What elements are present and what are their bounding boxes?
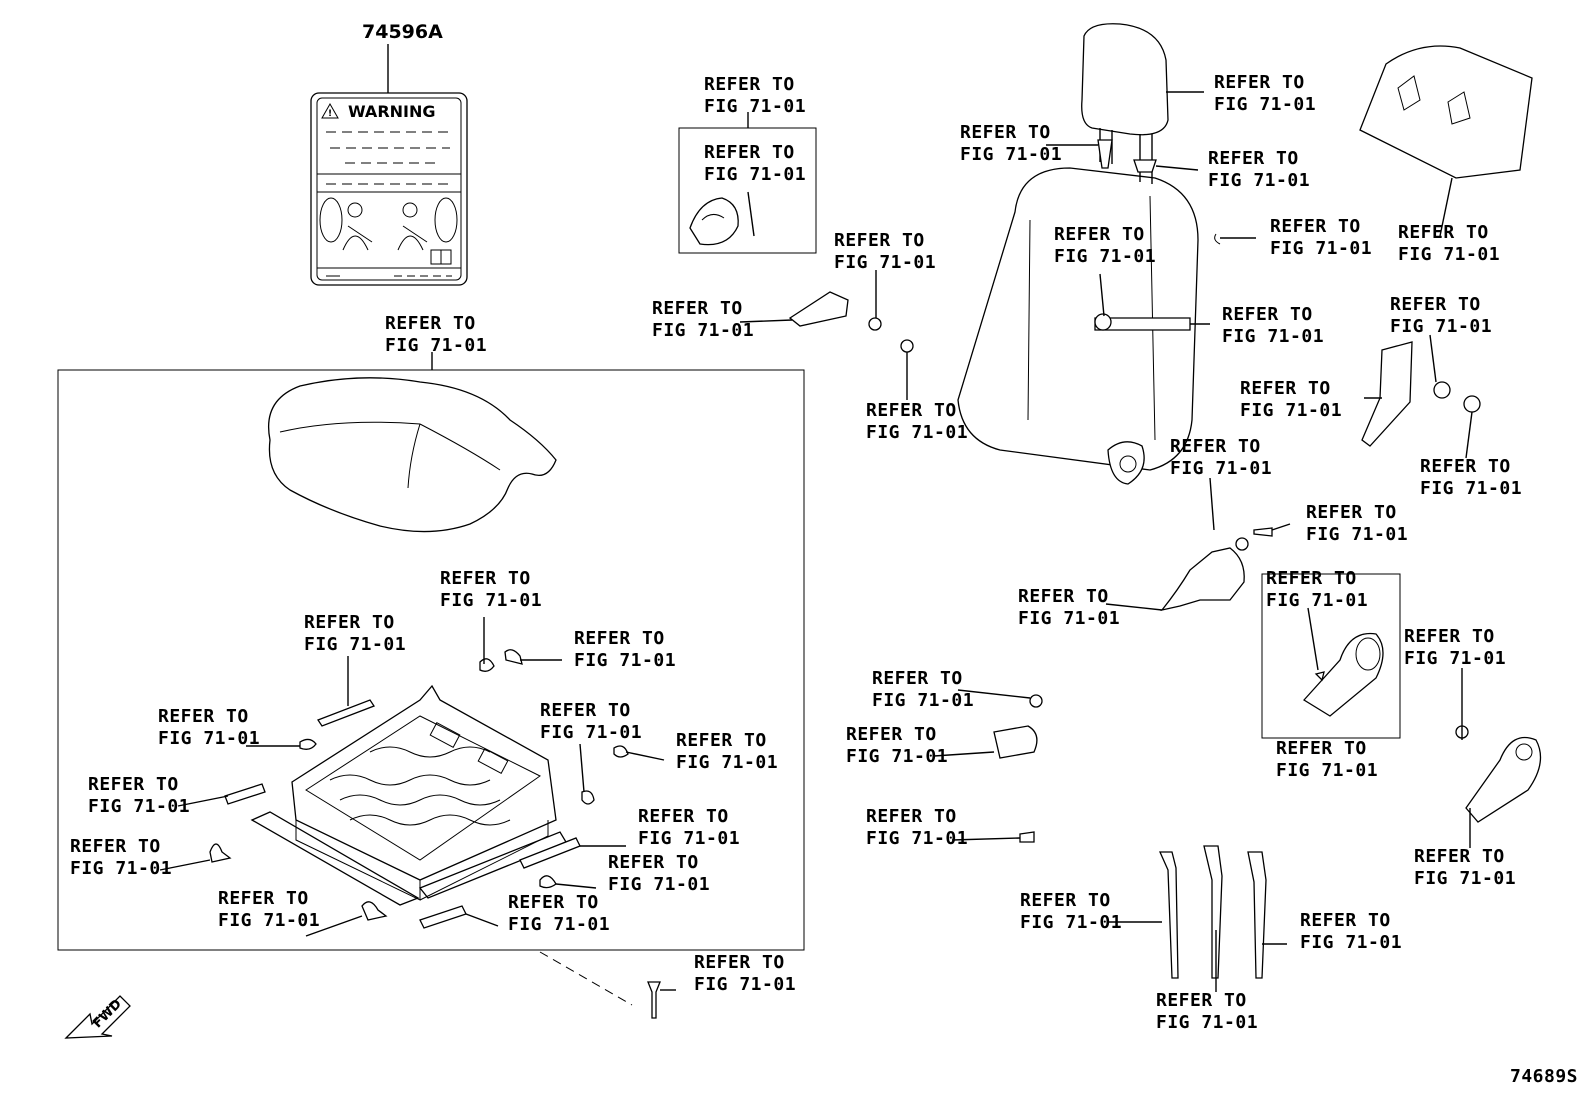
- clip-f: [613, 745, 629, 758]
- headrest: [1081, 23, 1169, 184]
- lock-bracket: [993, 725, 1038, 759]
- side-cover: [689, 197, 739, 246]
- cap-a: [1433, 381, 1451, 399]
- clip-c: [361, 901, 388, 921]
- warning-label-part: ! WARNING: [310, 92, 468, 286]
- nut-b: [900, 339, 914, 353]
- clip-i: [1314, 671, 1325, 682]
- recliner-cover-group-box: [1261, 573, 1401, 739]
- recliner-handle: [1465, 736, 1542, 823]
- rail-cover: [317, 699, 375, 727]
- warning-title: WARNING: [348, 102, 436, 121]
- seat-frame: [250, 684, 567, 906]
- screw-a: [1253, 527, 1273, 537]
- seatback: [957, 167, 1199, 485]
- clip-b: [209, 843, 232, 863]
- recliner-bracket: [1160, 547, 1245, 612]
- clip-h: [504, 649, 523, 665]
- part-number-label: 74596A: [362, 21, 443, 43]
- bracket-b: [419, 905, 467, 929]
- figure-id: 74689S: [1510, 1066, 1578, 1087]
- clip-a: [299, 738, 317, 750]
- clip-g: [479, 658, 495, 672]
- side-panel: [1361, 341, 1413, 447]
- cable-ties: [1158, 845, 1267, 979]
- hook-part: [1214, 233, 1221, 245]
- bolt-c: [1029, 694, 1043, 708]
- warning-triangle-icon: [321, 102, 339, 119]
- headrest-cover: [1359, 45, 1533, 179]
- seat-cushion-group-box: [57, 369, 805, 951]
- nut-a: [868, 317, 882, 331]
- seat-cushion-pad: [268, 377, 557, 533]
- airbag-right-icon: [434, 197, 458, 243]
- bracket-a: [224, 783, 266, 805]
- fwd-arrow-icon: FWD: [64, 995, 131, 1039]
- bolt-d: [647, 981, 661, 1019]
- headrest-guide-a: [1097, 139, 1113, 169]
- recliner-cover: [1302, 632, 1384, 717]
- headrest-guide-b: [1133, 159, 1157, 173]
- bolt-a: [1235, 537, 1249, 551]
- clip-e: [581, 790, 595, 805]
- clip-d: [539, 875, 557, 889]
- clip-j: [1019, 831, 1035, 843]
- cap-b: [1463, 395, 1481, 413]
- shield-part: [788, 291, 849, 327]
- seat-small-parts: [209, 649, 629, 929]
- airbag-left-icon: [319, 197, 343, 243]
- svg-text:!: !: [328, 109, 332, 119]
- leader-lines: [159, 91, 1473, 992]
